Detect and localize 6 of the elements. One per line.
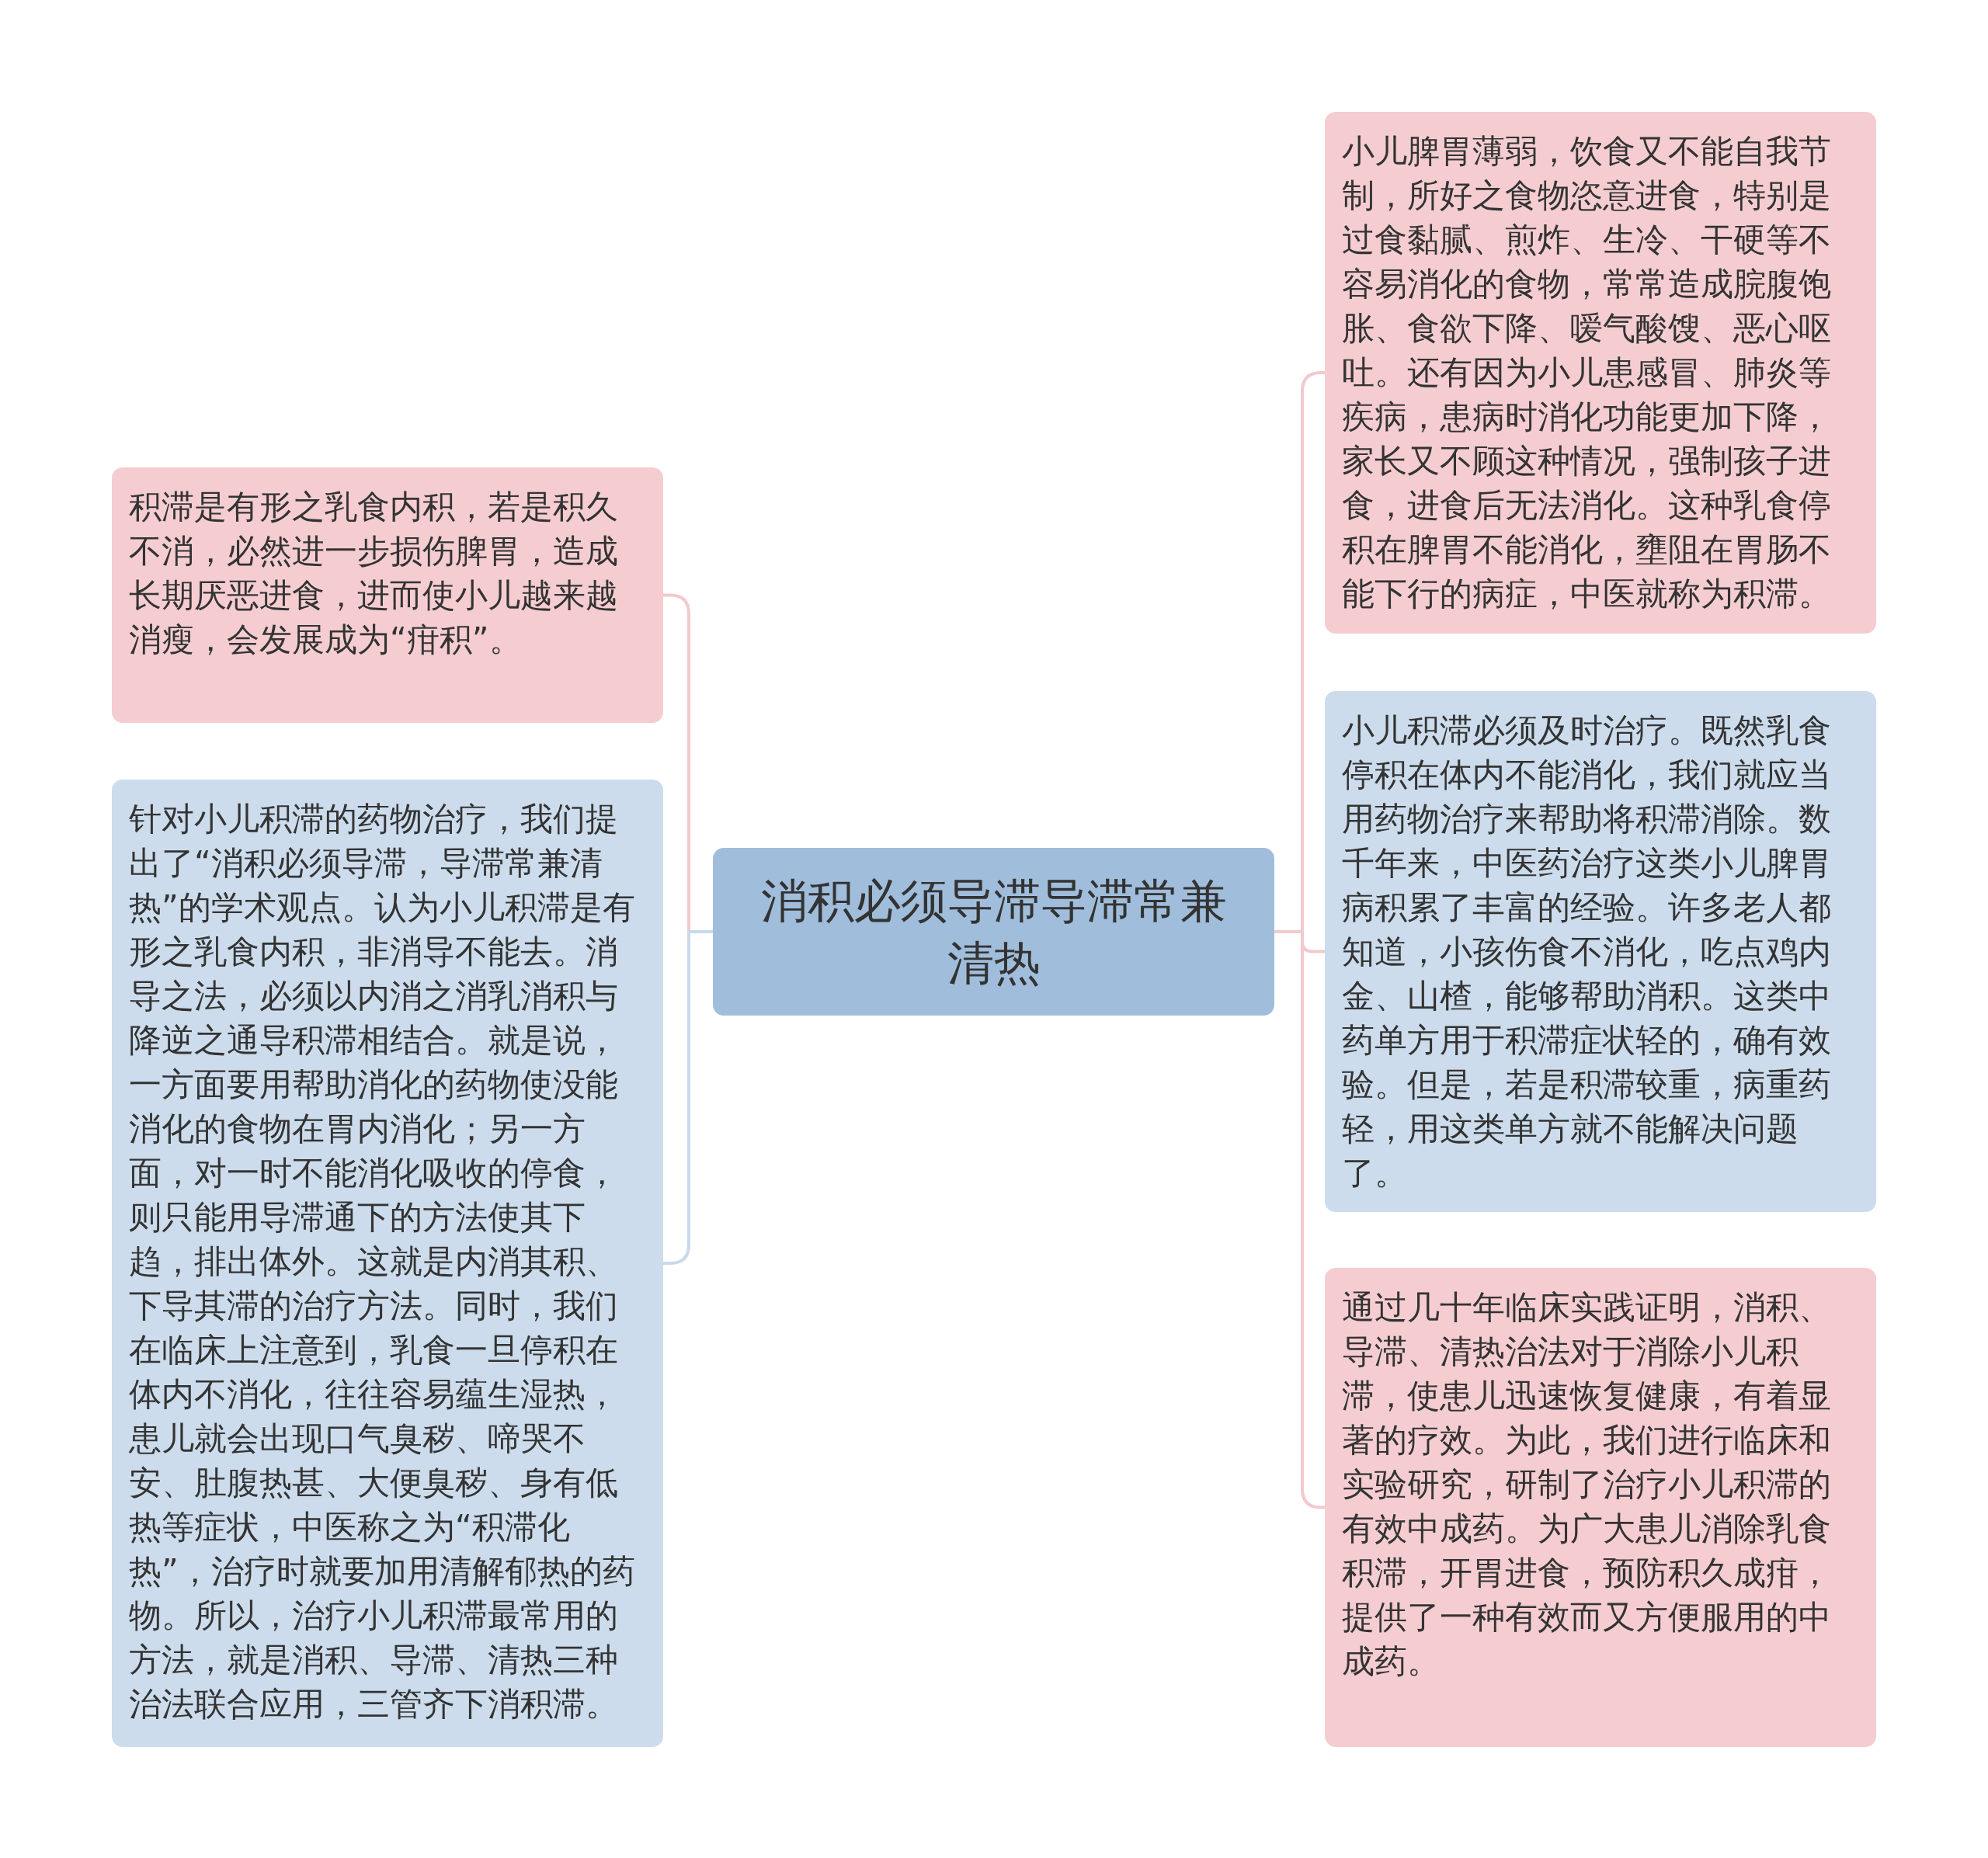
note-box: 积滞是有形之乳食内积，若是积久不消，必然进一步损伤脾胃，造成长期厌恶进食，进而使小儿越来越消瘦，会发展成为“疳积”。 bbox=[112, 467, 663, 723]
note-box: 通过几十年临床实践证明，消积、导滞、清热治法对于消除小儿积滞，使患儿迅速恢复健康，有着显著的疗效。为此，我们进行临床和实验研究，研制了治疗小儿积滞的有效中成药。为广大患儿消除乳食积滞，开胃进食，预防积久成疳，提供了一种有效而又方便服用的中成药。 bbox=[1325, 1268, 1876, 1747]
note-box: 针对小儿积滞的药物治疗，我们提出了“消积必须导滞，导滞常兼清热”的学术观点。认为小儿积滞是有形之乳食内积，非消导不能去。消导之法，必须以内消之消乳消积与降逆之通导积滞相结合。就是说，一方面要用帮助消化的药物使没能消化的食物在胃内消化；另一方面，对一时不能消化吸收的停食，则只能用导滞通下的方法使其下趋，排出体外。这就是内消其积、下导其滞的治疗方法。同时，我们在临床上注意到，乳食一旦停积在体内不消化，往往容易蕴生湿热，患儿就会出现口气臭秽、啼哭不安、肚腹热甚、大便臭秽、身有低热等症状，中医称之为“积滞化热”，治疗时就要加用清解郁热的药物。所以，治疗小儿积滞最常用的方法，就是消积、导滞、清热三种治法联合应用，三管齐下消积滞。 bbox=[112, 780, 663, 1747]
note-box: 小儿脾胃薄弱，饮食又不能自我节制，所好之食物恣意进食，特别是过食黏腻、煎炸、生冷、干硬等不容易消化的食物，常常造成脘腹饱胀、食欲下降、嗳气酸馊、恶心呕吐。还有因为小儿患感冒、肺炎等疾病，患病时消化功能更加下降，家长又不顾这种情况，强制孩子进食，进食后无法消化。这种乳食停积在脾胃不能消化，壅阻在胃肠不能下行的病症，中医就称为积滞。 bbox=[1325, 112, 1876, 634]
topic-box: 消积必须导滞导滞常兼清热 bbox=[713, 848, 1274, 1016]
note-box: 小儿积滞必须及时治疗。既然乳食停积在体内不能消化，我们就应当用药物治疗来帮助将积滞消除。数千年来，中医药治疗这类小儿脾胃病积累了丰富的经验。许多老人都知道，小孩伤食不消化，吃点鸡内金、山楂，能够帮助消积。这类中药单方用于积滞症状轻的，确有效验。但是，若是积滞较重，病重药轻，用这类单方就不能解决问题了。 bbox=[1325, 691, 1876, 1212]
